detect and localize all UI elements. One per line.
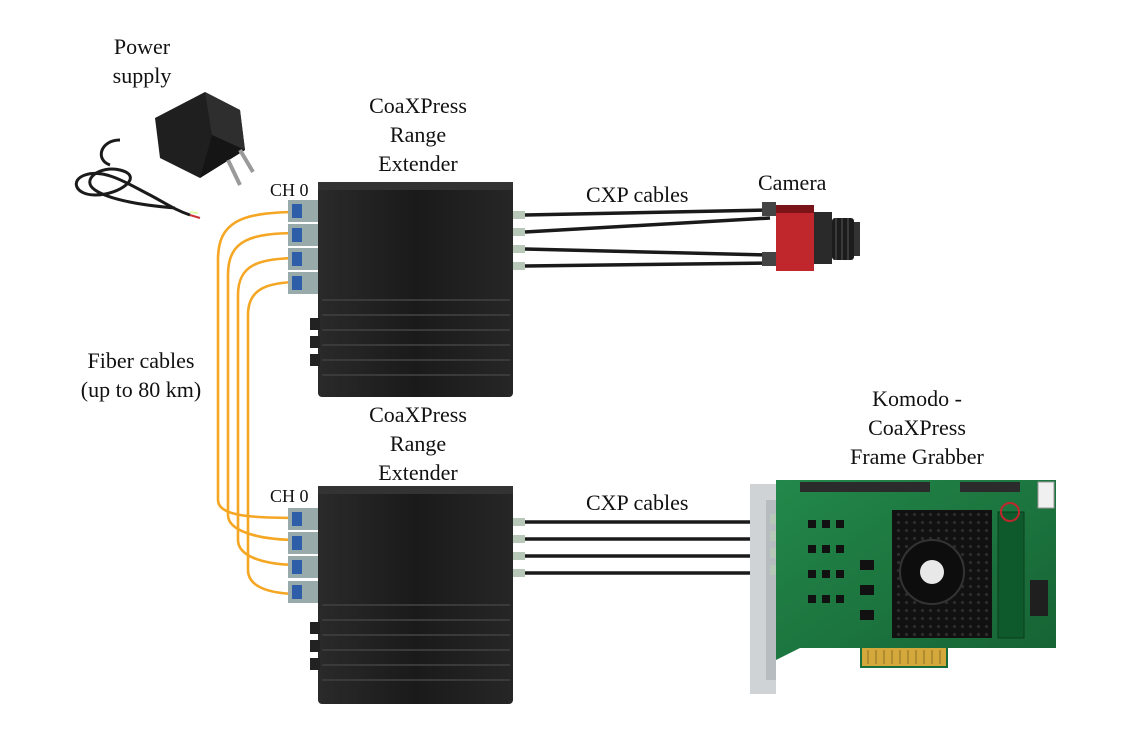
cxp-cables-bottom-label: CXP cables: [586, 490, 689, 515]
power-supply-icon: [74, 92, 255, 219]
frame-grabber-label-line1: Komodo -: [872, 386, 962, 411]
extender-top-label-line3: Extender: [378, 151, 458, 176]
sfp-ports-bottom: [288, 508, 320, 670]
range-extender-top: [288, 182, 525, 397]
extender-bottom-label-line2: Range: [389, 431, 447, 456]
ch0-bottom-label: CH 0: [270, 486, 309, 506]
extender-bottom-label: CoaXPress Range Extender: [350, 400, 486, 487]
cxp-cables-top-label: CXP cables: [586, 182, 689, 207]
power-supply-label: Power supply: [96, 32, 188, 90]
power-supply-label-line1: Power: [113, 34, 171, 59]
frame-grabber-label-line2: CoaXPress: [868, 415, 966, 440]
sfp-ports-top: [288, 200, 320, 366]
extender-top-label: CoaXPress Range Extender: [350, 91, 486, 178]
power-supply-label-line2: supply: [112, 63, 172, 88]
camera-label: Camera: [758, 170, 827, 195]
cxp-cables-top: [524, 208, 771, 268]
ch0-top-label: CH 0: [270, 180, 309, 200]
fiber-cables-label-line1: Fiber cables: [87, 348, 195, 373]
cxp-connectors-top: [513, 211, 525, 270]
extender-bottom-label-line3: Extender: [378, 460, 458, 485]
fiber-cables-label: Fiber cables (up to 80 km): [60, 346, 222, 404]
frame-grabber-icon: [750, 480, 1056, 694]
camera-icon: [762, 202, 860, 271]
range-extender-bottom: [288, 486, 525, 704]
fiber-cables: [216, 210, 301, 596]
frame-grabber-label-line3: Frame Grabber: [850, 444, 984, 469]
fiber-cables-label-line2: (up to 80 km): [80, 377, 202, 402]
cxp-cables-bottom: [525, 520, 770, 575]
frame-grabber-label: Komodo - CoaXPress Frame Grabber: [828, 384, 1006, 471]
extender-top-label-line2: Range: [389, 122, 447, 147]
extender-bottom-label-line1: CoaXPress: [369, 402, 467, 427]
cxp-connectors-bottom: [513, 518, 525, 577]
extender-top-label-line1: CoaXPress: [369, 93, 467, 118]
